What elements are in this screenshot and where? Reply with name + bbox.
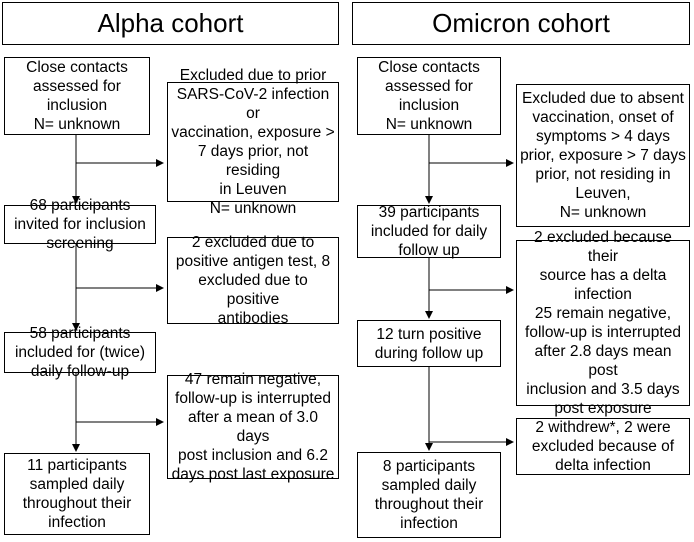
alpha-sampled-box: 11 participants sampled daily throughout… bbox=[4, 453, 150, 535]
omicron-included-box: 39 participants included for daily follo… bbox=[357, 204, 501, 259]
omicron-cohort-title: Omicron cohort bbox=[352, 2, 690, 45]
alpha-remain-negative-box: 47 remain negative, follow-up is interru… bbox=[167, 371, 339, 483]
omicron-sampled-box: 8 participants sampled daily throughout … bbox=[357, 452, 501, 538]
omicron-close-contacts-box: Close contacts assessed for inclusion N=… bbox=[357, 57, 501, 135]
alpha-close-contacts-box: Close contacts assessed for inclusion N=… bbox=[4, 57, 150, 135]
alpha-invited-box: 68 participants invited for inclusion sc… bbox=[4, 197, 156, 252]
omicron-excluded-vaccination-box: Excluded due to absent vaccination, onse… bbox=[516, 84, 690, 227]
alpha-excluded-antigen-box: 2 excluded due to positive antigen test,… bbox=[167, 234, 339, 327]
alpha-excluded-prior-box: Excluded due to prior SARS-CoV-2 infecti… bbox=[167, 67, 339, 217]
alpha-included-box: 58 participants included for (twice) dai… bbox=[4, 325, 156, 380]
omicron-turn-positive-box: 12 turn positive during follow up bbox=[357, 320, 501, 367]
omicron-excluded-delta-source-box: 2 excluded because their source has a de… bbox=[516, 229, 690, 417]
omicron-withdrew-box: 2 withdrew*, 2 were excluded because of … bbox=[516, 418, 690, 475]
alpha-cohort-title: Alpha cohort bbox=[2, 2, 339, 45]
